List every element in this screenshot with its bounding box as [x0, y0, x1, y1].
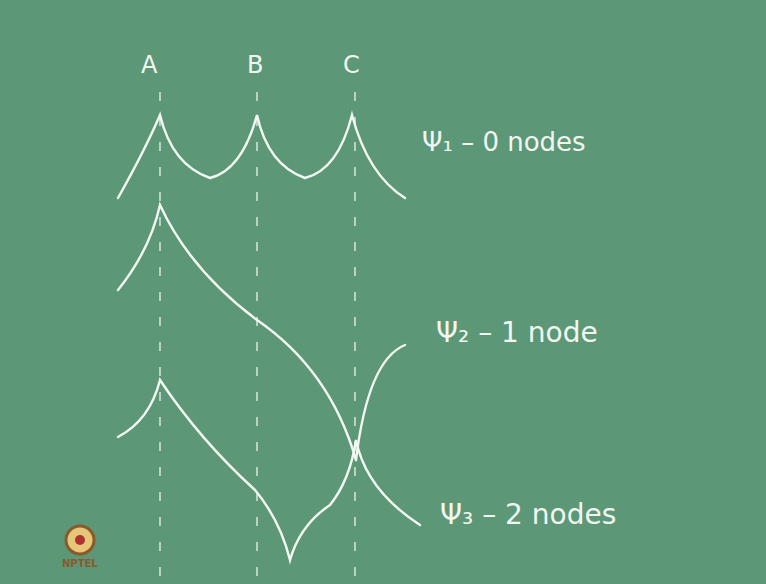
wavefunction-label: Ψ₁ – 0 nodes	[422, 128, 586, 157]
wavefunction-label: Ψ₂ – 1 node	[436, 318, 598, 349]
atom-b-axis	[256, 92, 258, 580]
psi1-curve	[118, 115, 405, 198]
logo-text: NPTEL	[62, 558, 98, 569]
atom-label: B	[247, 52, 263, 78]
atom-c-axis	[354, 92, 356, 580]
psi2-curve-right	[356, 345, 405, 460]
atom-label: C	[343, 52, 360, 78]
psi2-curve	[118, 205, 356, 460]
nptel-logo	[66, 526, 94, 554]
atom-label: A	[141, 52, 157, 78]
wavefunction-label: Ψ₃ – 2 nodes	[440, 500, 616, 531]
psi3-curve	[118, 380, 420, 560]
atom-a-axis	[159, 92, 161, 580]
